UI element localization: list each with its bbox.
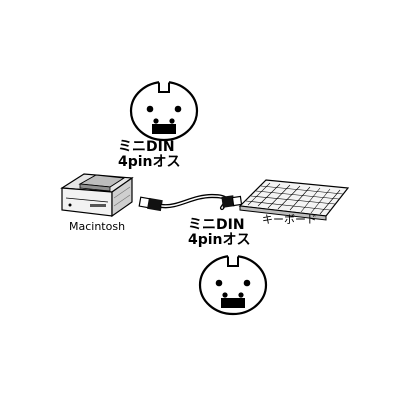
cable-icon xyxy=(138,193,243,212)
connector-label-bottom-line2: 4pinオス xyxy=(188,231,251,248)
connector-label-top-line2: 4pinオス xyxy=(118,153,181,170)
keyboard-icon xyxy=(238,179,350,221)
connector-label-bottom-line1: ミニDIN xyxy=(188,217,245,233)
keyboard-label: キーボード xyxy=(262,213,317,226)
connector-label-bottom: ミニDIN 4pinオス xyxy=(188,218,251,247)
mini-din-4pin-male-icon xyxy=(198,251,268,316)
connector-label-top-line1: ミニDIN xyxy=(118,139,175,155)
macintosh-computer-icon xyxy=(60,173,134,218)
connector-label-top: ミニDIN 4pinオス xyxy=(118,140,181,169)
mini-din-4pin-male-icon xyxy=(129,77,199,142)
computer-label: Macintosh xyxy=(69,220,126,233)
